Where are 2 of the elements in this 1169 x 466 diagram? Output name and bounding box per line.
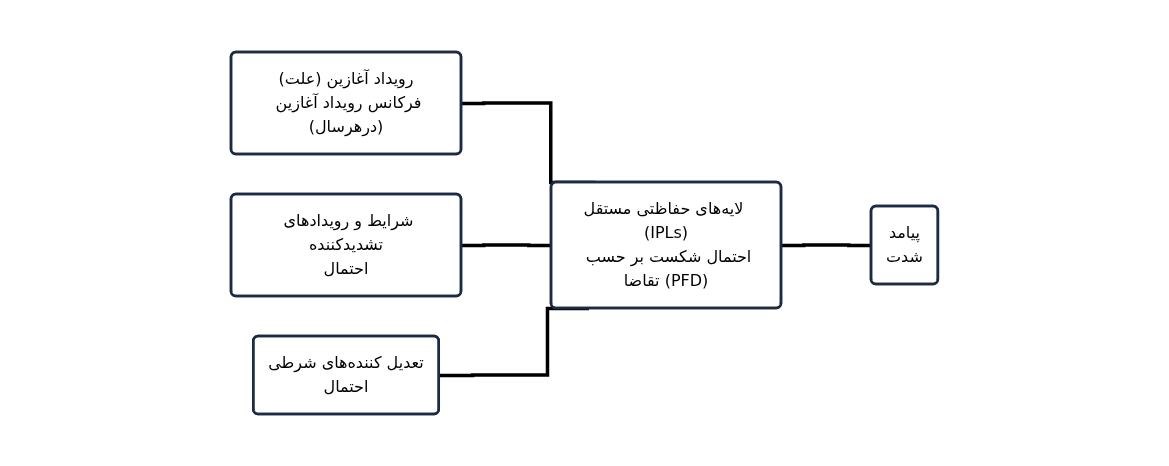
connector [781,243,872,248]
connector [461,243,552,248]
